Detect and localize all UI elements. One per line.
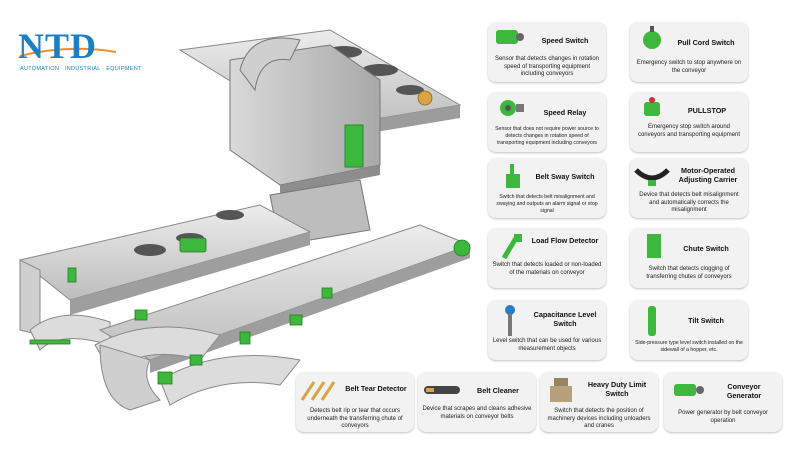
device-b	[289, 314, 303, 326]
device-d	[189, 354, 203, 366]
belt-tear-detector-icon	[300, 381, 336, 401]
card-title: PULLSTOP	[687, 106, 727, 115]
card-title: Capacitance Level Switch	[533, 310, 597, 328]
load-flow-detector-icon	[501, 234, 522, 260]
card-tilt-switch: Tilt Switch Side-pressure type level swi…	[630, 300, 748, 360]
card-chute-switch: Chute Switch Switch that detects cloggin…	[630, 228, 748, 288]
logo-mark: NTD	[18, 26, 98, 66]
pull-cord-switch-icon	[643, 26, 661, 49]
card-pull-cord-switch: Pull Cord Switch Emergency switch to sto…	[630, 22, 748, 82]
adjusting-carrier-icon	[634, 168, 670, 186]
heavy-duty-limit-switch-icon	[550, 378, 572, 402]
card-belt-sway-switch: Belt Sway Switch Switch that detects bel…	[488, 158, 606, 218]
card-title: Load Flow Detector	[531, 236, 599, 245]
card-desc: Side-pressure type level switch installe…	[635, 340, 743, 353]
conveyor-generator-device	[453, 239, 471, 257]
limit-switch-device	[417, 90, 433, 106]
device-g	[67, 267, 77, 283]
capacitance-level-switch-icon	[505, 305, 515, 336]
card-speed-relay: Speed Relay Sensor that does not require…	[488, 92, 606, 152]
card-title: Pull Cord Switch	[677, 38, 735, 47]
card-title: Belt Sway Switch	[535, 172, 595, 181]
left-conveyor	[18, 204, 312, 351]
card-desc: Device that detects belt misalignment an…	[639, 192, 739, 214]
lower-conveyor	[94, 224, 472, 411]
card-desc: Sensor that detects changes in rotation …	[494, 56, 600, 78]
card-desc: Detects belt rip or tear that occurs und…	[307, 408, 403, 430]
card-desc: Switch that detects clogging of transfer…	[646, 266, 732, 280]
card-desc: Device that scrapes and cleans adhesive …	[422, 406, 532, 420]
belt-cleaner-icon	[424, 386, 460, 394]
chute-switch-icon	[647, 234, 661, 258]
speed-switch-icon	[496, 30, 524, 44]
ntd-logo: NTD AUTOMATION · INDUSTRIAL · EQUIPMENT	[18, 26, 141, 78]
card-load-flow-detector: Load Flow Detector Switch that detects l…	[488, 228, 606, 288]
card-motor-operated-adjusting-carrier: Motor-Operated Adjusting Carrier Device …	[630, 158, 748, 218]
card-belt-tear-detector: Belt Tear Detector Detects belt rip or t…	[296, 372, 414, 432]
card-title: Chute Switch	[683, 244, 729, 253]
card-title: Motor-Operated Adjusting Carrier	[678, 166, 738, 184]
card-title: Speed Relay	[543, 108, 587, 117]
card-desc: Switch that detects loaded or non-loaded…	[492, 262, 602, 276]
card-heavy-duty-limit-switch: Heavy Duty Limit Switch Switch that dete…	[540, 372, 658, 432]
card-speed-switch: Speed Switch Sensor that detects changes…	[488, 22, 606, 82]
device-c	[239, 331, 251, 345]
pullstop-icon	[644, 97, 660, 116]
card-conveyor-generator: Conveyor Generator Power generator by be…	[664, 372, 782, 432]
card-title: Tilt Switch	[688, 316, 724, 325]
device-f	[134, 309, 148, 321]
transfer-tower	[229, 37, 381, 246]
card-capacitance-level-switch: Capacitance Level Switch Level switch th…	[488, 300, 606, 360]
load-flow-detector-device	[179, 237, 207, 253]
device-a	[321, 287, 333, 299]
tilt-switch-icon	[648, 306, 656, 336]
card-desc: Power generator by belt conveyor operati…	[678, 410, 768, 424]
card-belt-cleaner: Belt Cleaner Device that scrapes and cle…	[418, 372, 536, 432]
card-title: Belt Cleaner	[477, 386, 519, 395]
conveyor-illustration	[18, 29, 472, 411]
belt-sway-switch-icon	[506, 164, 520, 188]
card-title: Speed Switch	[541, 36, 589, 45]
card-pullstop: PULLSTOP Emergency stop switch around co…	[630, 92, 748, 152]
installed-devices	[29, 90, 471, 385]
card-desc: Switch that detects belt misalignment an…	[496, 194, 598, 214]
belt-tear-detector-device	[29, 339, 71, 345]
card-desc: Level switch that can be used for variou…	[492, 338, 602, 352]
device-e	[157, 371, 173, 385]
card-title: Heavy Duty Limit Switch	[587, 380, 647, 398]
logo-tagline: AUTOMATION · INDUSTRIAL · EQUIPMENT	[20, 66, 142, 72]
speed-relay-icon	[500, 100, 524, 116]
logo-swoosh-icon	[19, 47, 117, 57]
card-desc: Emergency stop switch around conveyors a…	[637, 124, 741, 138]
card-desc: Emergency switch to stop anywhere on the…	[636, 60, 742, 74]
chute-switch-on-tower	[344, 124, 364, 168]
card-title: Conveyor Generator	[726, 382, 762, 400]
card-desc: Sensor that does not require power sourc…	[495, 126, 599, 146]
conveyor-generator-icon	[674, 384, 704, 396]
card-title: Belt Tear Detector	[345, 384, 407, 393]
card-desc: Switch that detects the position of mach…	[547, 408, 651, 430]
